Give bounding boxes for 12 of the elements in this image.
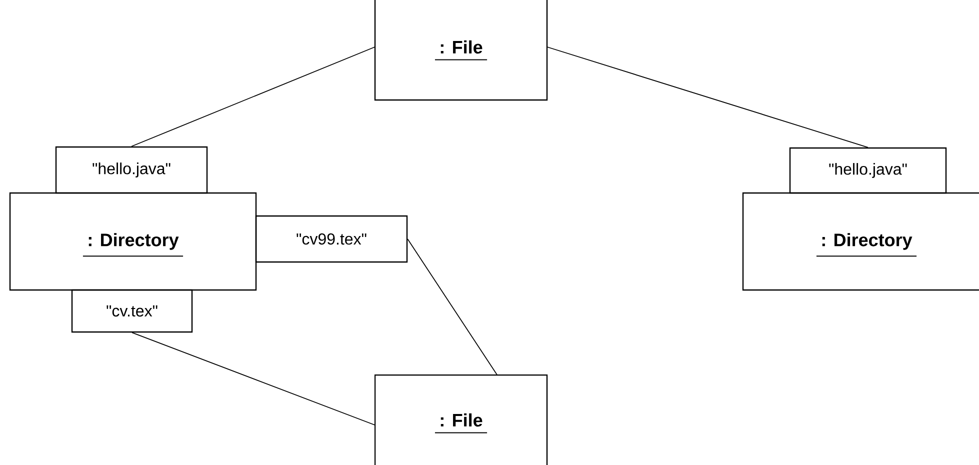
qualifier-box: "hello.java" xyxy=(789,147,947,194)
link-line xyxy=(132,332,376,426)
qualifier-box: "hello.java" xyxy=(55,146,208,194)
object-box: : Directory xyxy=(9,192,257,291)
object-box: : Directory xyxy=(742,192,979,291)
qualifier-box: "cv99.tex" xyxy=(255,215,408,263)
link-line xyxy=(407,238,498,376)
object-box: : File xyxy=(374,374,548,465)
object-box: : File xyxy=(374,0,548,101)
link-line xyxy=(131,46,376,147)
qualifier-box: "cv.tex" xyxy=(71,289,193,333)
link-line xyxy=(546,46,868,148)
